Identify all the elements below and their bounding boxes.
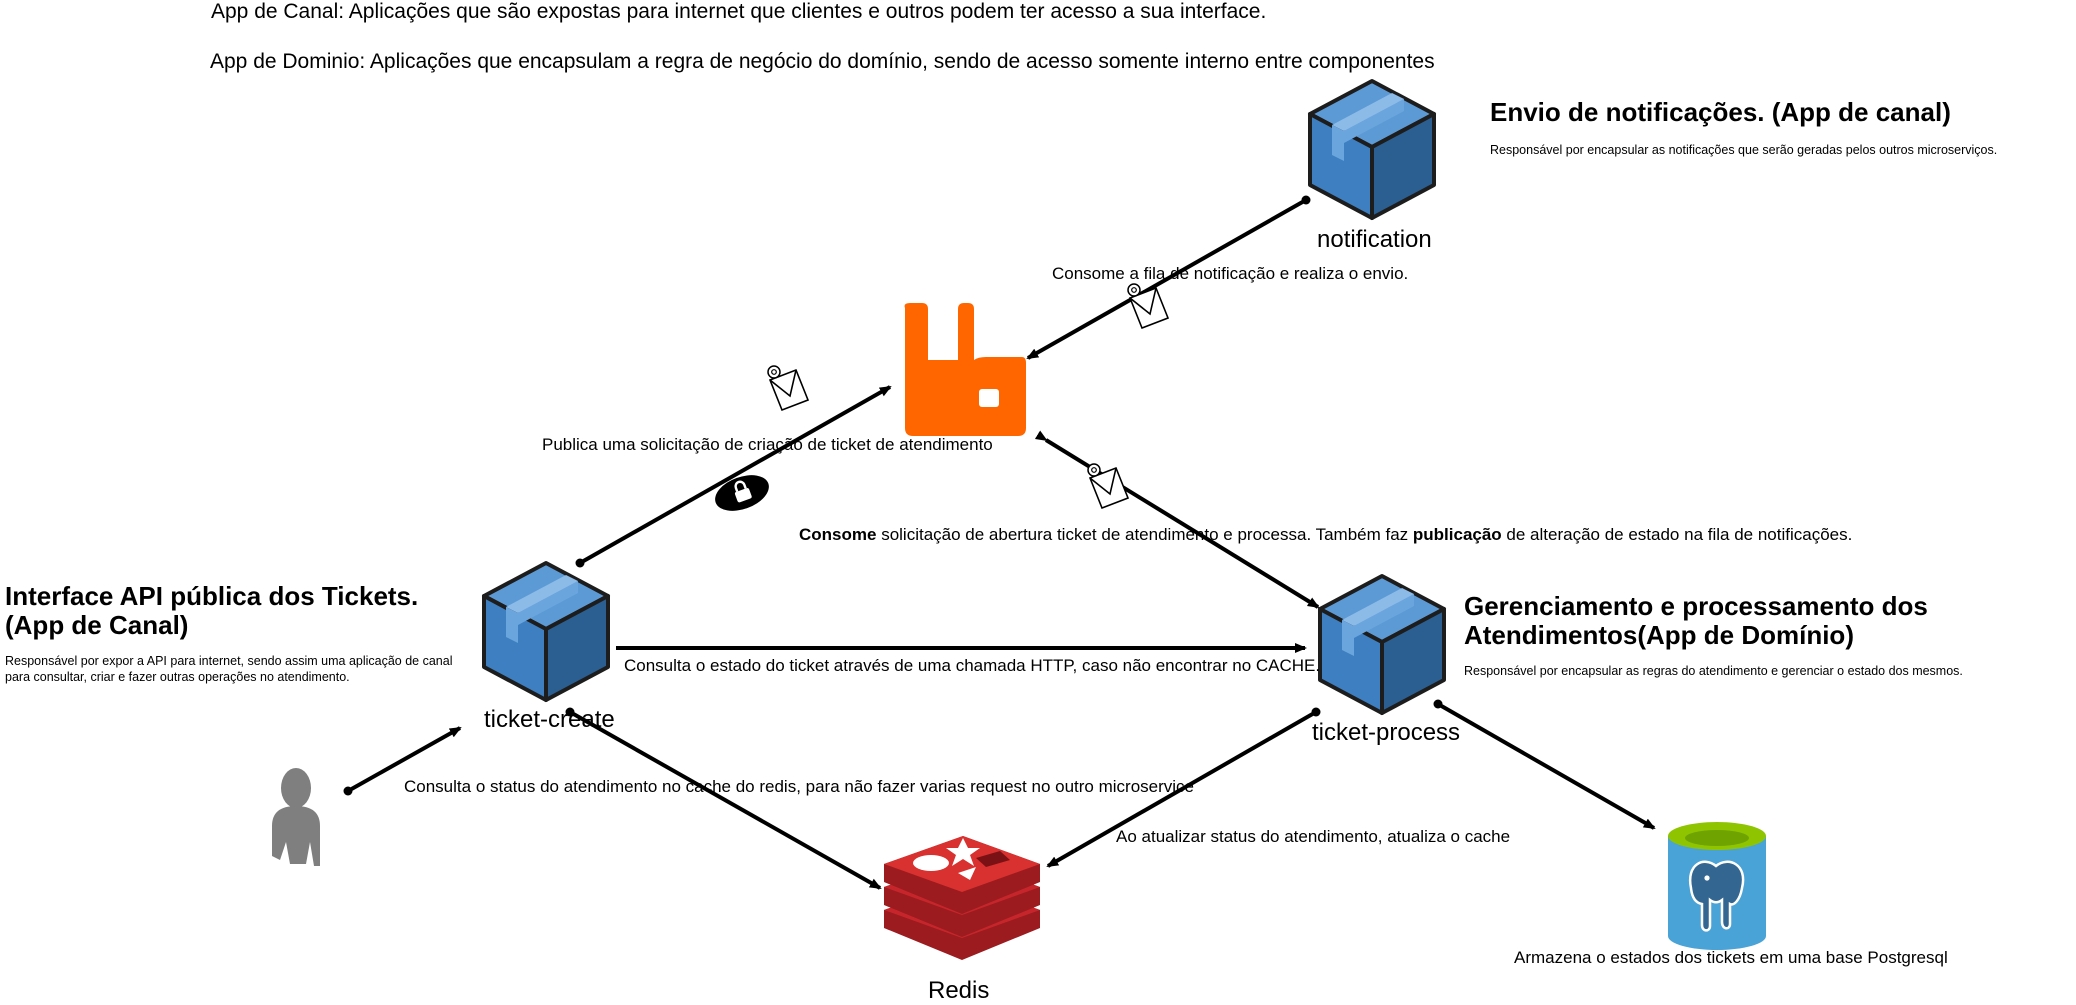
notification-cube-icon [1308, 79, 1436, 220]
legend-app-dominio: App de Dominio: Aplicações que encapsula… [210, 50, 1435, 73]
mail-icon [767, 365, 809, 411]
ticket-process-label: ticket-process [1312, 719, 1461, 746]
ticket-process-desc: Responsável por encapsular as regras do … [1464, 664, 1963, 678]
note-consume-notification: Consome a fila de notificação e realiza … [1052, 264, 1409, 283]
arrow-notification-to-queue [1026, 198, 1307, 360]
lock-icon [715, 475, 769, 511]
notification-title: Envio de notificações. (App de canal) [1490, 97, 1951, 127]
postgres-icon [1668, 822, 1766, 950]
ticket-process-title: Gerenciamento e processamento dos Atendi… [1464, 591, 1928, 651]
note-redis-cache: Consulta o status do atendimento no cach… [404, 777, 1194, 796]
arrow-create-to-redis [569, 710, 882, 890]
notification-label: notification [1317, 226, 1432, 253]
arrow-queue-process [1034, 430, 1320, 609]
note-http-check: Consulta o estado do ticket através de u… [624, 656, 1321, 675]
user-icon [272, 768, 320, 866]
note-update-cache: Ao atualizar status do atendimento, atua… [1116, 827, 1511, 846]
ticket-create-desc: Responsável por expor a API para interne… [5, 654, 453, 684]
note-publish-ticket: Publica uma solicitação de criação de ti… [542, 435, 993, 454]
redis-label: Redis [928, 977, 990, 1004]
rabbitmq-icon [904, 303, 1026, 436]
redis-icon [884, 836, 1040, 960]
arrow-create-to-queue [579, 385, 892, 565]
ticket-process-cube-icon [1318, 574, 1446, 715]
note-postgres: Armazena o estados dos tickets em uma ba… [1514, 948, 1948, 967]
note-consume-process: Consome solicitação de abertura ticket d… [799, 525, 1853, 544]
ticket-create-title: Interface API pública dos Tickets. (App … [5, 581, 419, 641]
legend-app-canal: App de Canal: Aplicações que são exposta… [211, 0, 1267, 23]
mail-icon [1087, 463, 1129, 509]
ticket-create-cube-icon [482, 561, 610, 702]
ticket-create-label: ticket-create [484, 706, 615, 733]
arrow-process-to-redis [1046, 710, 1317, 868]
arrow-process-to-postgres [1437, 702, 1656, 830]
arrow-user-to-create [347, 726, 462, 793]
mail-icon [1127, 283, 1169, 329]
notification-desc: Responsável por encapsular as notificaçõ… [1490, 143, 1998, 157]
